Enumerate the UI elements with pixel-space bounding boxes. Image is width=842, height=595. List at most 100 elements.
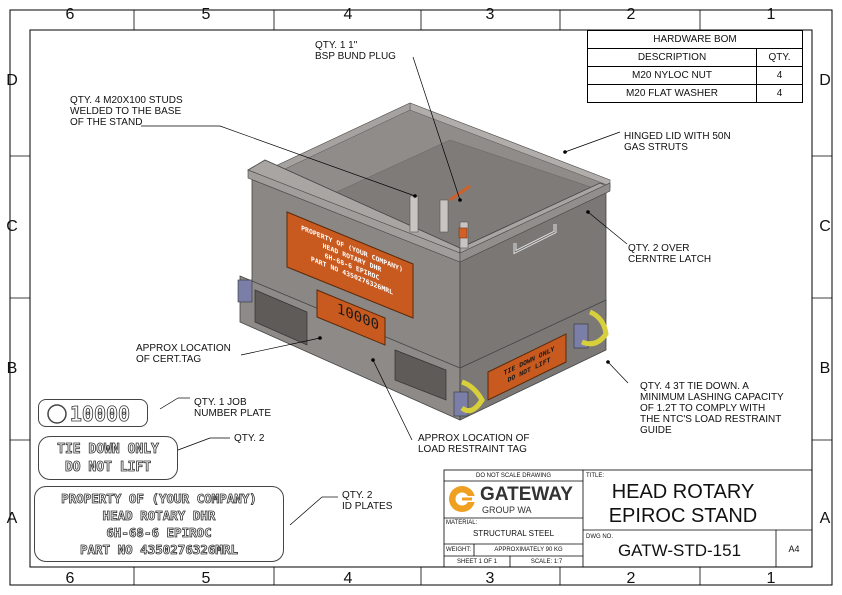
callout-line: GUIDE [640,425,672,436]
zone-col-6-bottom: 6 [65,570,75,587]
callout-line: THE NTC'S LOAD RESTRAINT [640,414,782,425]
title-block-grid [443,469,813,568]
bom-title: HARDWARE BOM [587,30,803,49]
callout-line: QTY. 4 M20X100 STUDS [70,95,183,106]
fork-pocket-right [394,349,447,401]
leader-dots [318,150,610,364]
weight-label: WEIGHT: [446,547,471,553]
callout-line: OF THE STAND [70,117,143,128]
zone-row-a-left: A [6,510,18,527]
zone-col-3-bottom: 3 [485,570,495,587]
not-scale-note: DO NOT SCALE DRAWING [475,473,551,479]
material-label: MATERIAL: [446,520,478,526]
callout-line: GAS STRUTS [624,142,688,153]
callout-line: HINGED LID WITH 50N [624,131,731,142]
callout-line: BSP BUND PLUG [315,51,396,62]
latch-handle-outline [514,224,556,253]
callout-studs: QTY. 4 M20X100 STUDS WELDED TO THE BASE … [70,95,183,128]
callout-line: OF CERT.TAG [136,354,202,365]
zone-col-1-bottom: 1 [766,570,776,587]
company-name: GATEWAY [480,484,573,505]
zone-col-4-top: 4 [343,6,353,23]
callout-line: QTY. 2 [342,490,373,501]
dwg-no-value: GATW-STD-151 [617,541,742,560]
fork-pocket-left [254,289,308,346]
company-subname: GROUP WA [482,505,532,515]
sheet-value: SHEET 1 OF 1 [457,559,497,565]
bund-plug [449,184,471,202]
box-job-plate [316,289,386,346]
stud-2 [439,199,449,233]
zone-col-5-bottom: 5 [201,570,211,587]
callout-lid: HINGED LID WITH 50N GAS STRUTS [624,131,731,153]
callout-line: QTY. 4 3T TIE DOWN. A [640,381,749,392]
callout-line: LOAD RESTRAINT TAG [418,444,527,455]
zone-row-c-right: C [819,218,831,235]
zone-row-d-right: D [819,72,831,89]
title-line: HEAD ROTARY [611,481,755,503]
drawing-title: HEAD ROTARY EPIROC STAND [583,480,783,528]
bom-cell: M20 FLAT WASHER [587,84,757,103]
zone-col-6-top: 6 [65,6,75,23]
zone-ticks [10,10,832,585]
zone-col-1-top: 1 [766,6,776,23]
callout-line: CERNTRE LATCH [628,254,712,265]
callout-line: MINIMUM LASHING CAPACITY [640,392,784,403]
hardware-bom-table: HARDWARE BOM DESCRIPTION QTY. M20 NYLOC … [587,30,803,103]
callout-restraint-tag: APPROX LOCATION OF LOAD RESTRAINT TAG [418,433,530,455]
zone-col-4-bottom: 4 [343,570,353,587]
callout-line: APPROX LOCATION [136,343,231,354]
id-plate: PROPERTY OF (YOUR COMPANY) HEAD ROTARY D… [34,486,284,562]
stand-drawing [237,102,612,421]
scale-value: SCALE: 1:7 [530,559,563,565]
callout-bund-plug: QTY. 1 1" BSP BUND PLUG [315,40,396,62]
plate-line: PART NO 4350276326MRL [79,542,239,558]
plate-line: TIE DOWN ONLY [57,442,160,458]
callout-line: QTY. 1 1" [315,40,358,51]
bom-header-description: DESCRIPTION [587,48,757,67]
callout-line: QTY. 1 JOB [194,397,247,408]
callout-line: OF 1.2T TO COMPLY WITH [640,403,766,414]
callout-cert-tag: APPROX LOCATION OF CERT.TAG [136,343,231,365]
callout-line: NUMBER PLATE [194,408,272,419]
callout-tiedown: QTY. 4 3T TIE DOWN. A MINIMUM LASHING CA… [640,381,784,436]
plate-line: DO NOT LIFT [64,460,152,476]
plate-line: PROPERTY OF (YOUR COMPANY) [61,491,257,507]
zone-col-5-top: 5 [201,6,211,23]
box-id-plate [286,211,414,319]
job-number-plate: 10000 [38,399,148,427]
callout-line: QTY. 2 OVER [628,243,690,254]
job-plate-logo-icon [47,404,67,424]
dwg-no-label: DWG NO. [586,534,613,540]
callout-line: ID PLATES [342,501,393,512]
zone-col-2-bottom: 2 [626,570,636,587]
tiedown-ring-1 [460,379,485,414]
zone-row-c-left: C [6,218,18,235]
zone-col-3-top: 3 [485,6,495,23]
zone-row-a-right: A [819,510,831,527]
callout-latch: QTY. 2 OVER CERNTRE LATCH [628,243,711,265]
bom-cell: 4 [756,66,803,85]
weight-value: APPROXIMATELY 90 KG [494,547,563,553]
zone-row-b-right: B [819,360,831,377]
zone-row-d-left: D [6,72,18,89]
zone-row-b-left: B [6,360,18,377]
tiedown-lug-1 [237,279,253,303]
plate-line: 6H-68-6 EPIROC [106,525,212,541]
gateway-logo-icon [449,486,475,512]
tiedown-ring-2 [581,309,609,347]
bom-header-qty: QTY. [756,48,803,67]
callout-tiedown-tags: QTY. 2 [234,433,264,444]
callout-line: WELDED TO THE BASE [70,106,182,117]
box-tiedown-tag [487,333,567,401]
stud-1 [409,195,419,233]
tie-down-plate: TIE DOWN ONLY DO NOT LIFT [38,436,178,480]
callout-job-plate: QTY. 1 JOB NUMBER PLATE [194,397,271,419]
bom-cell: 4 [756,84,803,103]
callout-id-plates: QTY. 2 ID PLATES [342,490,392,512]
callout-line: APPROX LOCATION OF [418,433,530,444]
bom-cell: M20 NYLOC NUT [587,66,757,85]
callout-line: QTY. 2 [234,433,265,444]
